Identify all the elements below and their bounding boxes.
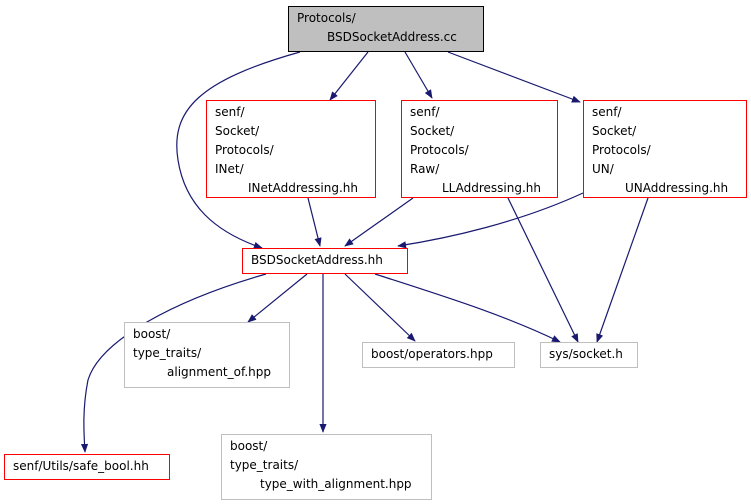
node-bsdsocketaddress-hh[interactable]: BSDSocketAddress.hh [242, 248, 408, 274]
node-lladdressing-hh[interactable]: senf/ Socket/ Protocols/ Raw/ LLAddressi… [401, 100, 558, 198]
node-type-with-alignment-hpp[interactable]: boost/ type_traits/ type_with_alignment.… [221, 434, 432, 500]
node-safe-bool-hh[interactable]: senf/Utils/safe_bool.hh [4, 454, 170, 480]
edge-bsd-align-of [247, 273, 308, 323]
edge-root-ll [404, 51, 433, 99]
edge-root-un [447, 51, 581, 103]
node-sys-socket-h[interactable]: sys/socket.h [540, 342, 638, 368]
edge-ll-socket [507, 197, 579, 343]
edge-inet-bsd [307, 197, 322, 247]
node-inetaddressing-hh[interactable]: senf/ Socket/ Protocols/ INet/ INetAddre… [206, 100, 376, 198]
edge-root-bsd [176, 51, 301, 249]
edge-bsd-safe-bool [80, 273, 267, 453]
node-operators-hpp[interactable]: boost/operators.hpp [362, 342, 515, 368]
edge-ll-bsd [344, 197, 414, 247]
edge-bsd-operators [344, 273, 416, 342]
edge-un-socket [596, 197, 649, 343]
edge-un-bsd [397, 192, 584, 249]
edge-root-inet [329, 51, 369, 101]
edge-bsd-socket [374, 273, 561, 343]
node-unaddressing-hh[interactable]: senf/ Socket/ Protocols/ UN/ UNAddressin… [583, 100, 747, 198]
node-bsdsocketaddress-cc[interactable]: Protocols/ BSDSocketAddress.cc [288, 6, 484, 52]
node-alignment-of-hpp[interactable]: boost/ type_traits/ alignment_of.hpp [124, 322, 290, 388]
